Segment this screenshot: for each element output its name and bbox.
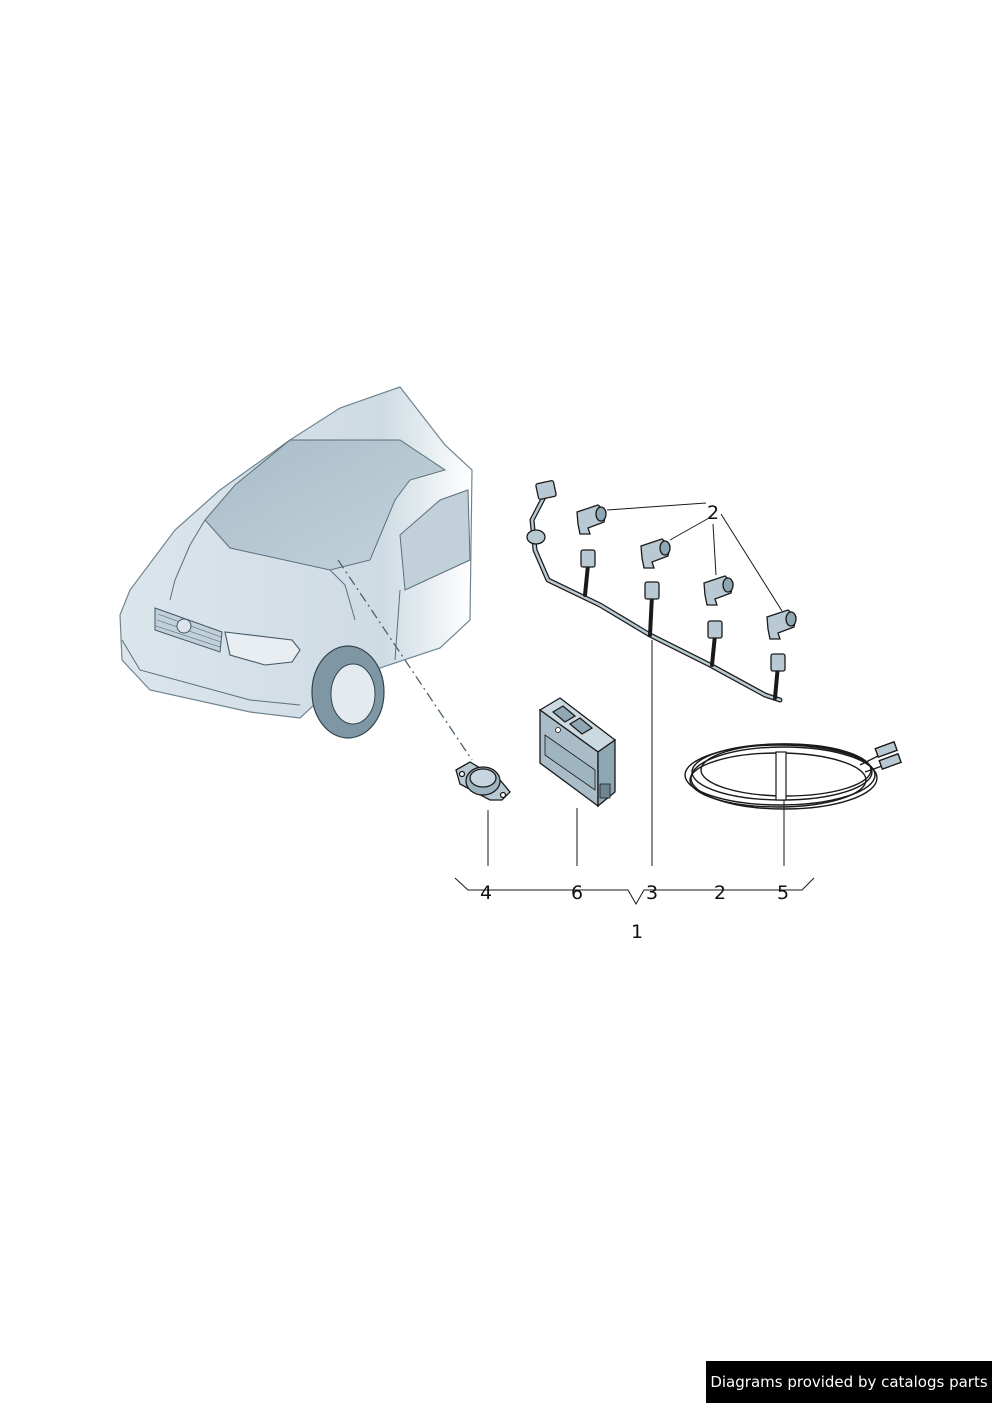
group-brace xyxy=(454,877,815,906)
callout-harness: 3 xyxy=(646,882,658,904)
watermark-text: Diagrams provided by catalogs parts xyxy=(710,1373,988,1391)
extension-cable xyxy=(684,740,903,810)
warning-buzzer xyxy=(455,761,511,801)
control-unit xyxy=(538,697,617,808)
harness-connector xyxy=(535,480,786,672)
parking-sensor xyxy=(576,504,607,535)
locator-line xyxy=(337,559,473,761)
parking-sensor xyxy=(766,609,797,640)
parking-sensor xyxy=(703,575,734,606)
leader-lines xyxy=(487,502,785,866)
callout-sensor: 2 xyxy=(707,502,719,524)
vehicle-illustration xyxy=(119,386,473,739)
callout-sensor-row: 2 xyxy=(714,882,726,904)
watermark-badge: Diagrams provided by catalogs parts xyxy=(706,1361,992,1403)
callout-cable: 5 xyxy=(777,882,789,904)
wiring-harness xyxy=(526,492,783,703)
parking-sensor xyxy=(640,538,671,569)
callout-buzzer: 4 xyxy=(480,882,492,904)
callout-control-unit: 6 xyxy=(571,882,583,904)
callout-assembly: 1 xyxy=(631,921,643,943)
